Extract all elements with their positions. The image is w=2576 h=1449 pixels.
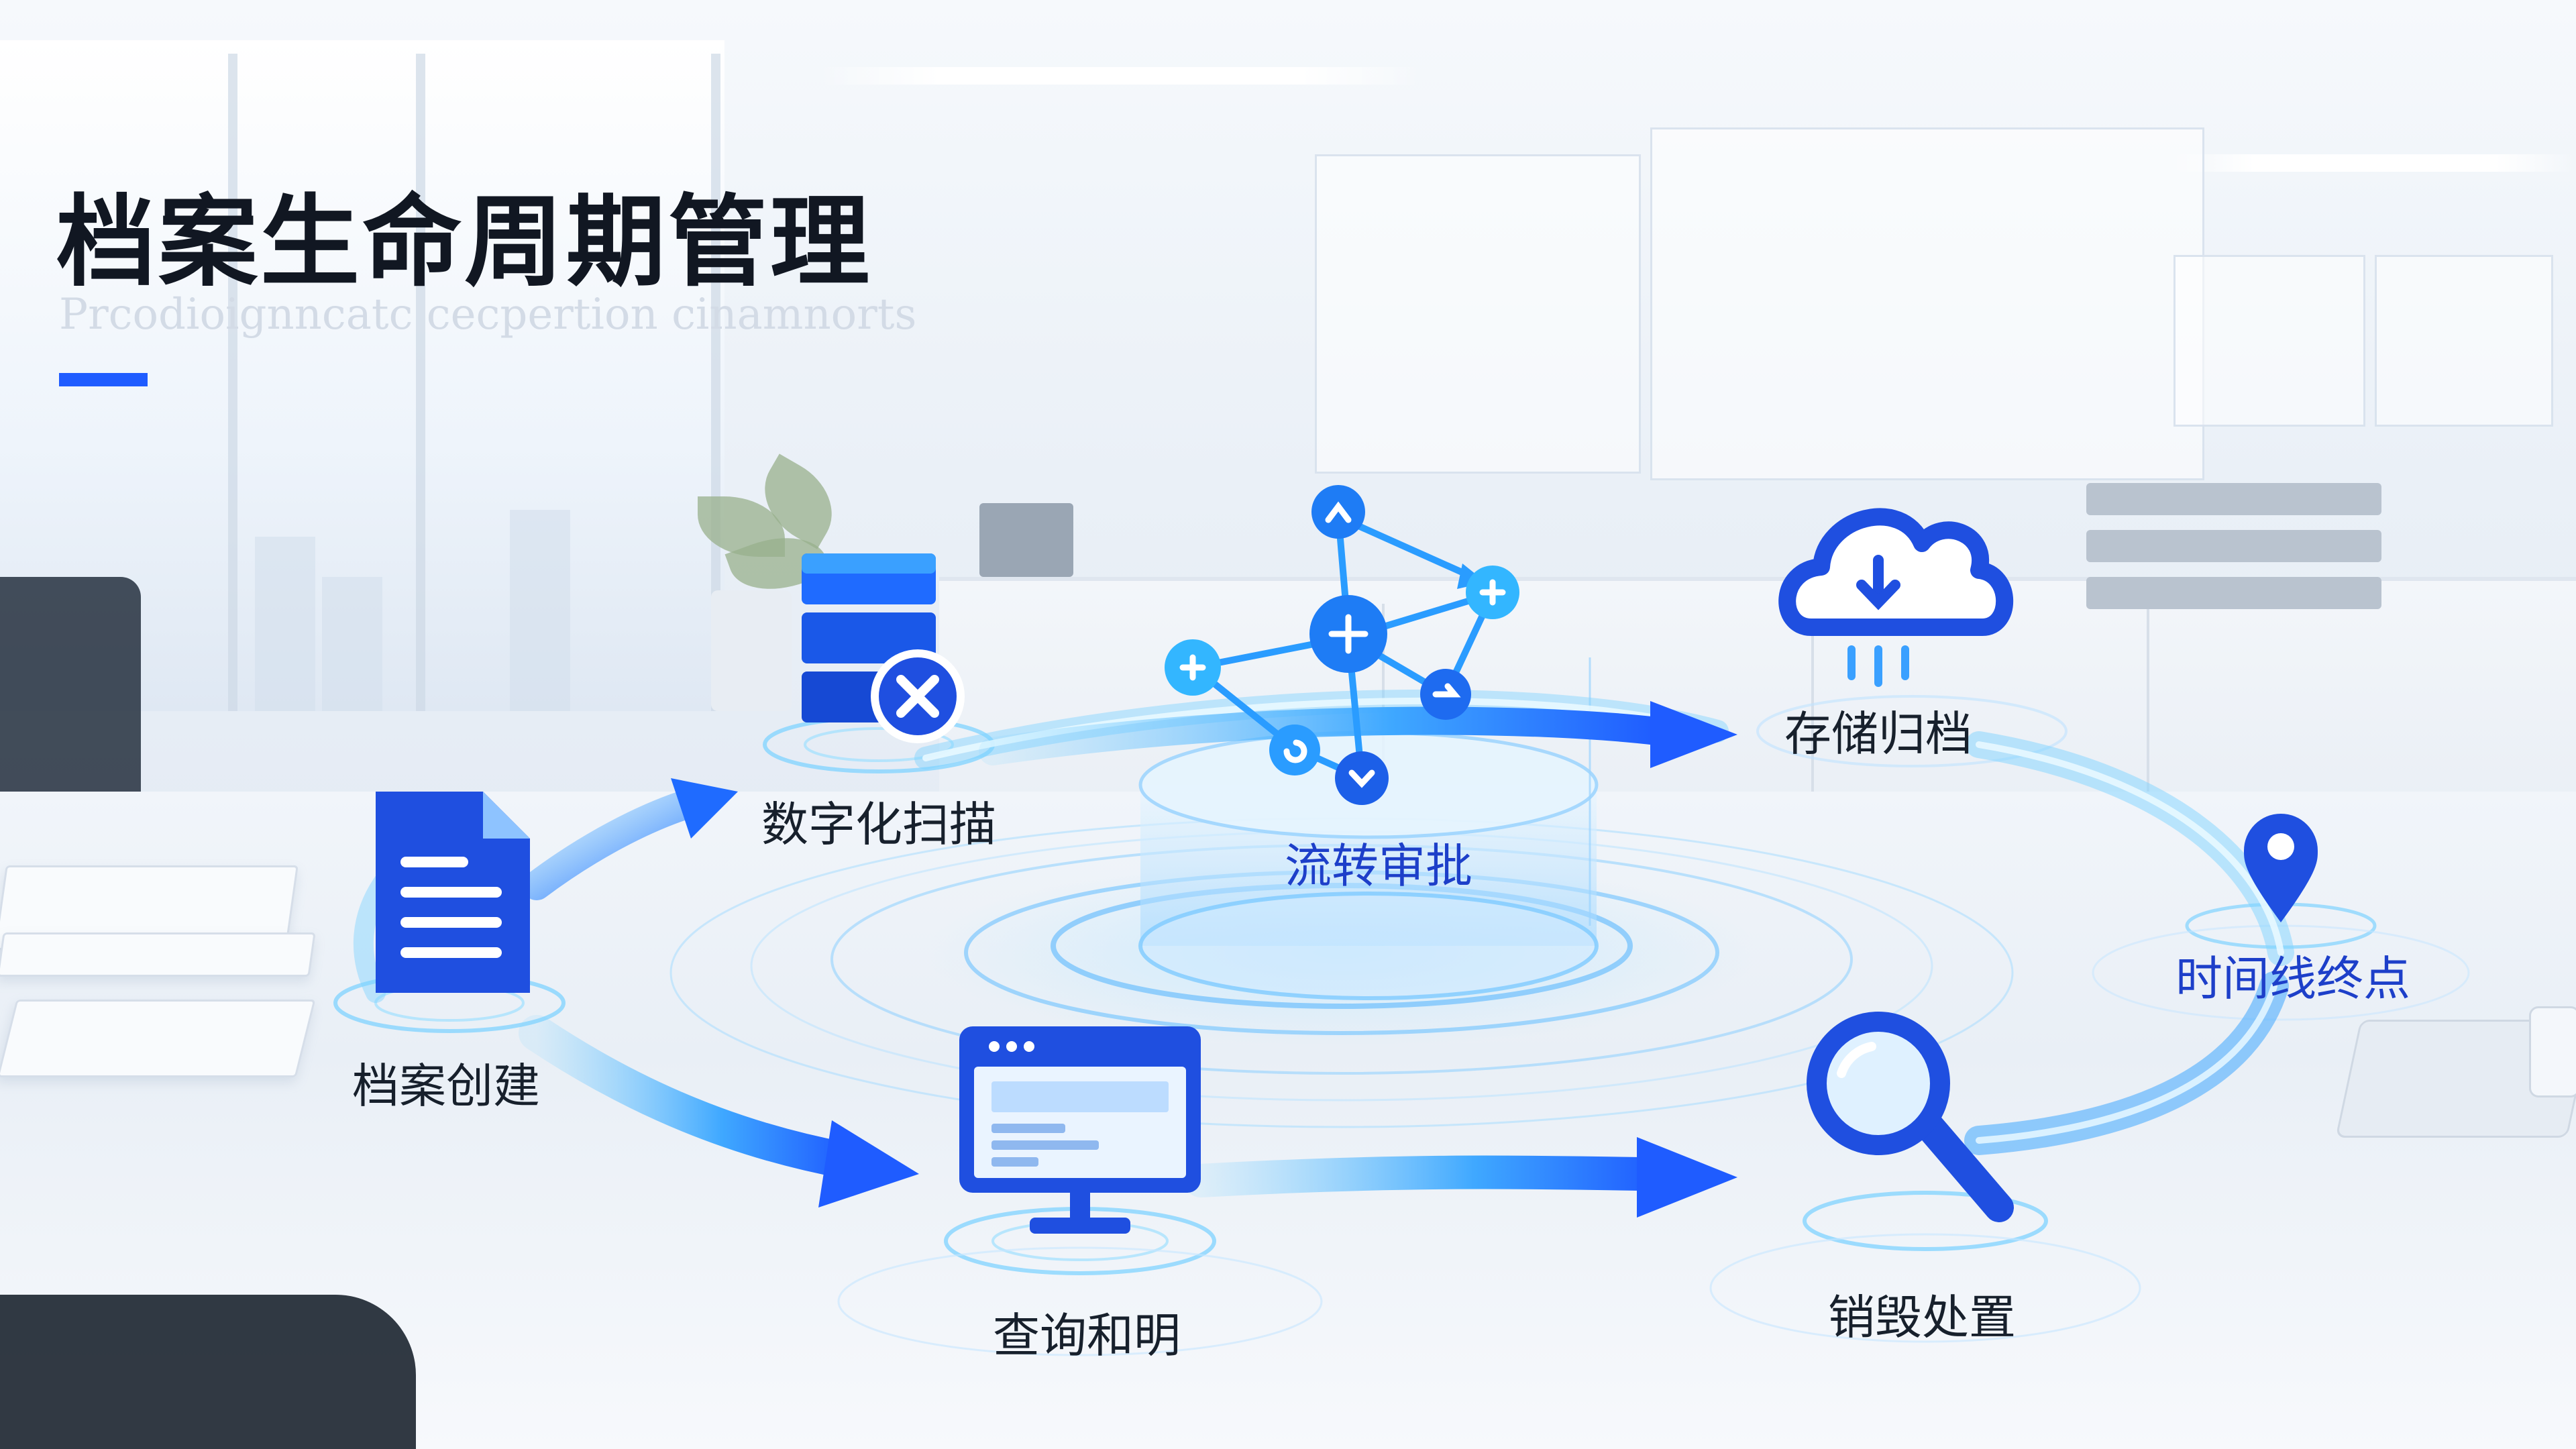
file-tray — [2086, 530, 2381, 562]
network-nodes-icon — [1165, 485, 1519, 805]
monitor-icon — [959, 1026, 1201, 1234]
document-icon — [376, 792, 530, 993]
cloud-download-icon — [1778, 508, 2014, 687]
wall-panel — [1315, 154, 1641, 474]
pen-cup — [2529, 1006, 2576, 1097]
node-label-create: 档案创建 — [352, 1059, 540, 1114]
node-label-scan: 数字化扫描 — [761, 797, 996, 852]
cabinet-divider — [2147, 604, 2149, 859]
window-mullion — [711, 54, 720, 711]
node-label-destroy: 销毁处置 — [1828, 1290, 2016, 1345]
flow-arrows — [519, 701, 1737, 1218]
page-title: 档案生命周期管理 — [56, 184, 872, 300]
arrow-create-to-query — [519, 1015, 919, 1208]
magnifier-icon — [1807, 1012, 2014, 1222]
wall-panel — [2174, 255, 2365, 427]
arrow-query-to-destroy — [1184, 1137, 1737, 1218]
plant-pot — [711, 590, 792, 711]
ceiling-light — [818, 67, 1422, 85]
arrow-scan-to-archive — [979, 701, 1737, 768]
file-tray — [2086, 483, 2381, 515]
node-label-query: 查询和明 — [993, 1308, 1181, 1363]
background-box — [979, 503, 1073, 577]
location-pin-icon — [2244, 814, 2318, 922]
office-chair-foreground — [0, 1295, 416, 1449]
page-subtitle: Prcodioignncatc cecpertion cinamnorts — [59, 290, 917, 339]
wall-panel — [1650, 127, 2204, 480]
title-accent-bar — [59, 373, 148, 386]
node-label-endpoint: 时间线终点 — [2176, 951, 2410, 1006]
window-mullion — [416, 54, 425, 711]
file-tray — [2086, 577, 2381, 609]
database-delete-icon — [802, 553, 965, 743]
node-label-archive: 存储归档 — [1784, 706, 1972, 761]
wall-panel — [2375, 255, 2553, 427]
ceiling-light — [2174, 154, 2576, 172]
node-label-approve: 流转审批 — [1285, 839, 1472, 894]
cabinet-divider — [1811, 604, 1814, 859]
window-mullion — [228, 54, 237, 711]
arrow-create-to-scan — [522, 778, 738, 900]
